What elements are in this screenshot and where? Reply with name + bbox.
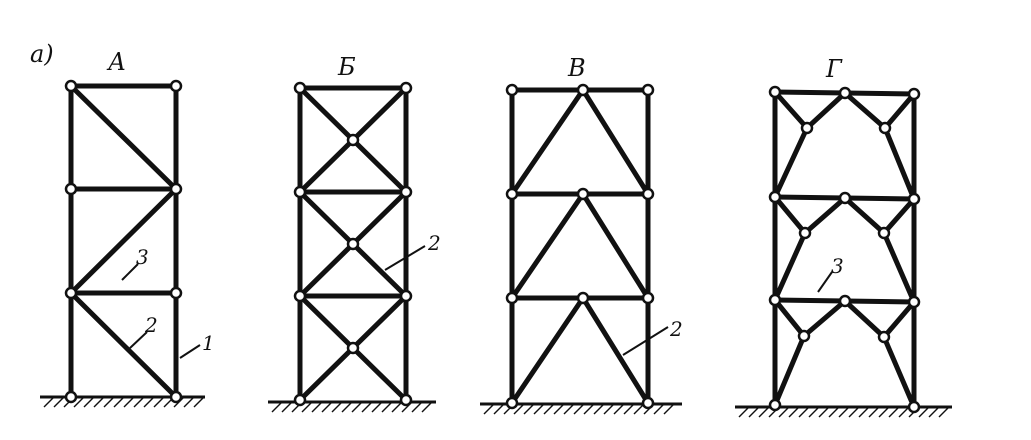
panel-a-label: А — [106, 48, 126, 76]
panel-g-label: Г — [825, 55, 843, 83]
panel-v-members — [509, 87, 651, 406]
callout-2: 2 — [669, 317, 683, 341]
panel-b-nodes — [293, 81, 413, 407]
panel-a-members — [68, 83, 179, 400]
panel-g-members — [772, 89, 917, 410]
panel-v: В — [480, 54, 683, 415]
panel-g: Г — [735, 55, 952, 418]
callout-3: 3 — [136, 245, 149, 269]
callout-2: 2 — [427, 231, 441, 255]
panel-a: А — [40, 48, 215, 408]
callout-2: 2 — [144, 313, 158, 337]
callout-3: 3 — [831, 254, 844, 278]
panel-v-nodes — [505, 83, 655, 410]
figure-label: а) — [30, 40, 54, 68]
callout-1: 1 — [202, 331, 215, 355]
panel-v-label: В — [567, 54, 586, 82]
panel-a-nodes — [64, 79, 183, 404]
panel-b: Б — [268, 53, 441, 413]
panel-b-label: Б — [337, 53, 356, 81]
panel-g-nodes — [768, 85, 921, 414]
